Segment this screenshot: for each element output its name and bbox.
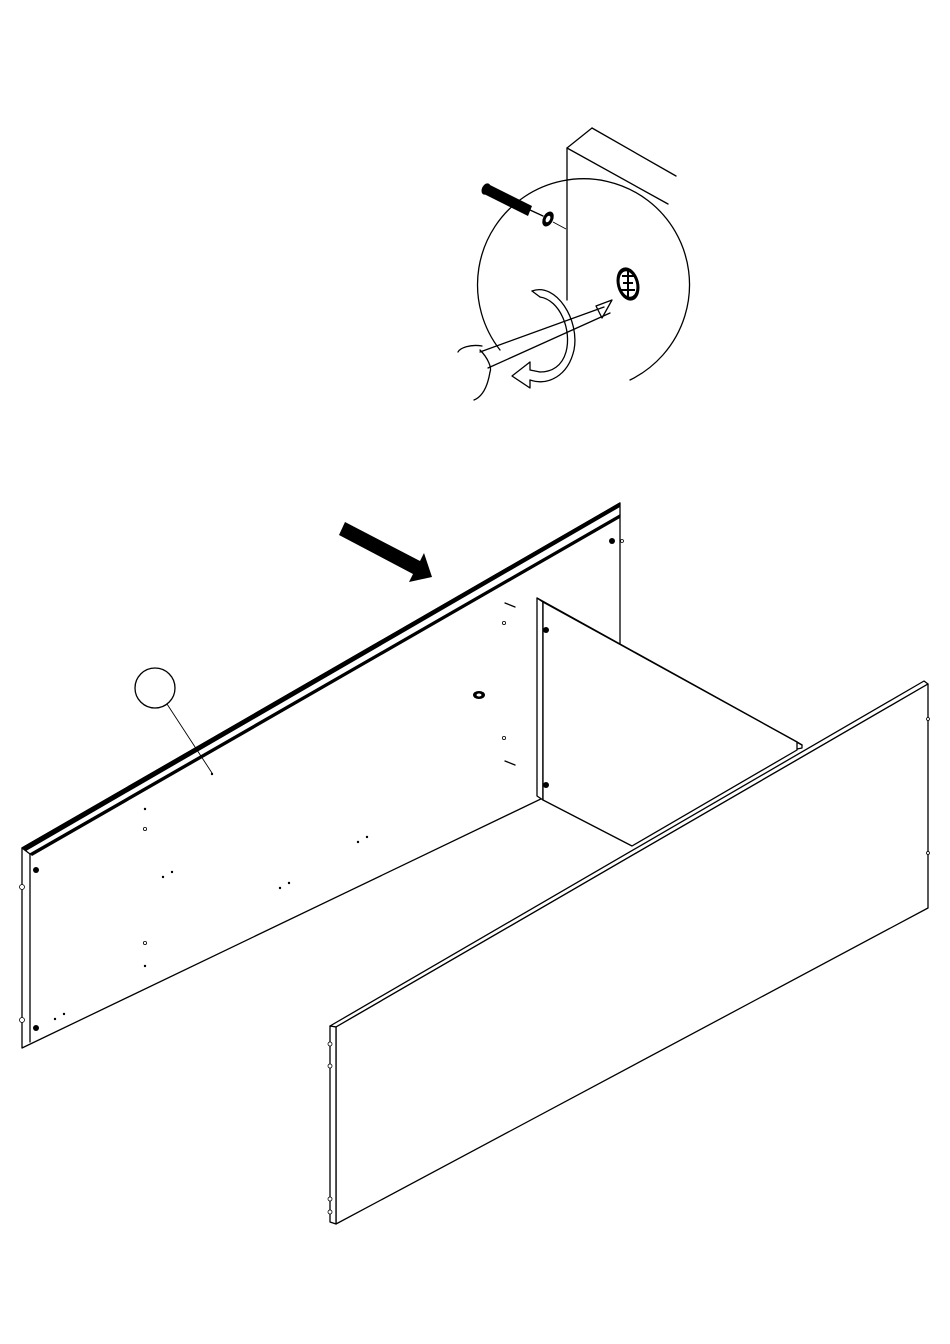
detail-circle [478, 179, 690, 380]
cam-dowel-icon [480, 182, 566, 229]
screwdriver-icon [458, 300, 612, 400]
rotate-clockwise-icon [512, 290, 575, 388]
insert-direction-arrow-icon [339, 522, 432, 582]
cam-lock-icon [613, 265, 643, 304]
part-callout-circle [135, 668, 175, 708]
detail-view [458, 128, 690, 400]
